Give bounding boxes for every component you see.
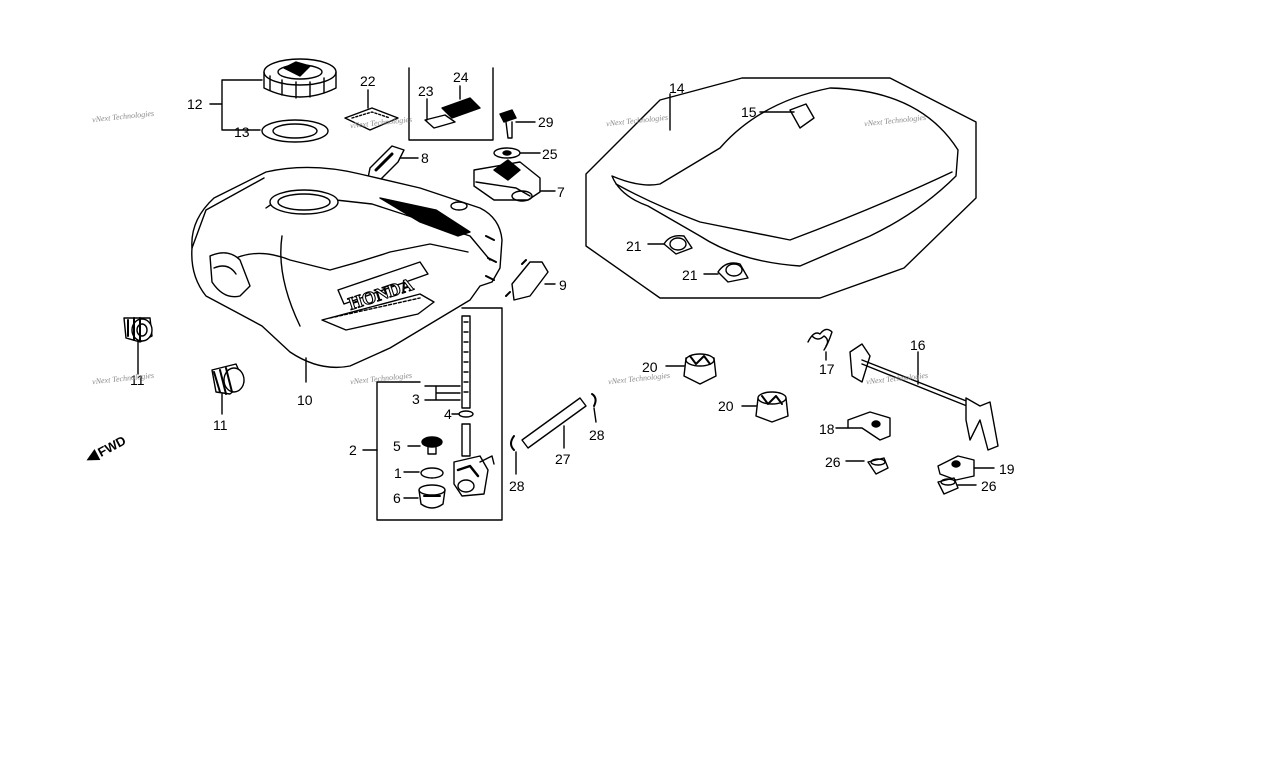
callout-21-upper[interactable]: 21 [626, 238, 642, 254]
seat-lock-rod-16-part[interactable] [849, 343, 999, 451]
bolt-29-part[interactable] [499, 109, 517, 139]
fuel-strainer-pipe-part[interactable] [461, 315, 471, 409]
seat-cushion-21-upper-part[interactable] [663, 234, 693, 255]
decal-23-part[interactable] [424, 114, 456, 129]
seat-group-frame [585, 77, 977, 299]
fuel-cap-part[interactable] [263, 58, 337, 99]
nut-26-lower-part[interactable] [937, 477, 959, 495]
lock-plate-19-part[interactable] [937, 455, 975, 481]
cushion-11-left-part[interactable] [123, 317, 153, 343]
callout-10[interactable]: 10 [297, 392, 313, 408]
callout-3[interactable]: 3 [412, 391, 420, 407]
cushion-11-right-part[interactable] [211, 363, 245, 395]
callout-26-upper[interactable]: 26 [825, 454, 841, 470]
callout-26-lower[interactable]: 26 [981, 478, 997, 494]
o-ring-4-part[interactable] [458, 410, 474, 418]
callout-22[interactable]: 22 [360, 73, 376, 89]
callout-2[interactable]: 2 [349, 442, 357, 458]
decal-22-part[interactable] [344, 107, 399, 131]
callout-25[interactable]: 25 [542, 146, 558, 162]
nut-20-lower-part[interactable] [755, 391, 789, 423]
washer-25-part[interactable] [493, 147, 521, 159]
callout-11-left[interactable]: 11 [130, 372, 145, 388]
fuel-hose-27-part[interactable] [521, 397, 587, 449]
seat-part[interactable] [611, 87, 959, 267]
mount-rubber-9-part[interactable] [505, 259, 549, 301]
callout-11-right[interactable]: 11 [213, 417, 228, 433]
callout-19[interactable]: 19 [999, 461, 1015, 477]
callout-12[interactable]: 12 [187, 96, 203, 112]
callout-5[interactable]: 5 [393, 438, 401, 454]
o-ring-1-part[interactable] [420, 467, 444, 479]
callout-16[interactable]: 16 [910, 337, 926, 353]
spring-17-part[interactable] [807, 328, 833, 351]
callout-20-lower[interactable]: 20 [718, 398, 734, 414]
callout-15[interactable]: 15 [741, 104, 757, 120]
callout-13[interactable]: 13 [234, 124, 250, 140]
nut-20-upper-part[interactable] [683, 353, 717, 385]
petcock-group-box [376, 307, 503, 521]
decal-group-bracket [408, 67, 494, 141]
leader-lines-decals [367, 85, 461, 121]
nut-26-upper-part[interactable] [867, 457, 889, 475]
callout-9[interactable]: 9 [559, 277, 567, 293]
fuel-valve-part[interactable] [453, 423, 495, 497]
rear-tank-bracket-part[interactable] [473, 159, 541, 202]
callout-4[interactable]: 4 [444, 406, 452, 422]
hose-clip-28-left-part[interactable] [510, 435, 515, 451]
callout-6[interactable]: 6 [393, 490, 401, 506]
clip-8-part[interactable] [367, 145, 405, 181]
decal-24-part[interactable] [441, 97, 481, 119]
callout-24[interactable]: 24 [453, 69, 469, 85]
callout-21-lower[interactable]: 21 [682, 267, 698, 283]
callout-28-left[interactable]: 28 [509, 478, 525, 494]
seat-cushion-21-lower-part[interactable] [717, 262, 749, 283]
callout-23[interactable]: 23 [418, 83, 434, 99]
callout-28-right[interactable]: 28 [589, 427, 605, 443]
callout-18[interactable]: 18 [819, 421, 835, 437]
callout-17[interactable]: 17 [819, 361, 835, 377]
hose-clip-28-right-part[interactable] [591, 393, 597, 407]
callout-8[interactable]: 8 [421, 150, 429, 166]
callout-27[interactable]: 27 [555, 451, 571, 467]
callout-7[interactable]: 7 [557, 184, 565, 200]
callout-1[interactable]: 1 [394, 465, 402, 481]
fuel-tank-part[interactable] [191, 166, 503, 369]
callout-20-upper[interactable]: 20 [642, 359, 658, 375]
lock-bracket-18-part[interactable] [847, 411, 891, 441]
bracket-12-13 [209, 79, 263, 131]
callout-14[interactable]: 14 [669, 80, 685, 96]
callout-29[interactable]: 29 [538, 114, 554, 130]
sediment-cup-6-part[interactable] [418, 484, 446, 509]
cap-gasket-part[interactable] [261, 119, 329, 143]
sediment-cup-seal-5-part[interactable] [421, 436, 443, 455]
